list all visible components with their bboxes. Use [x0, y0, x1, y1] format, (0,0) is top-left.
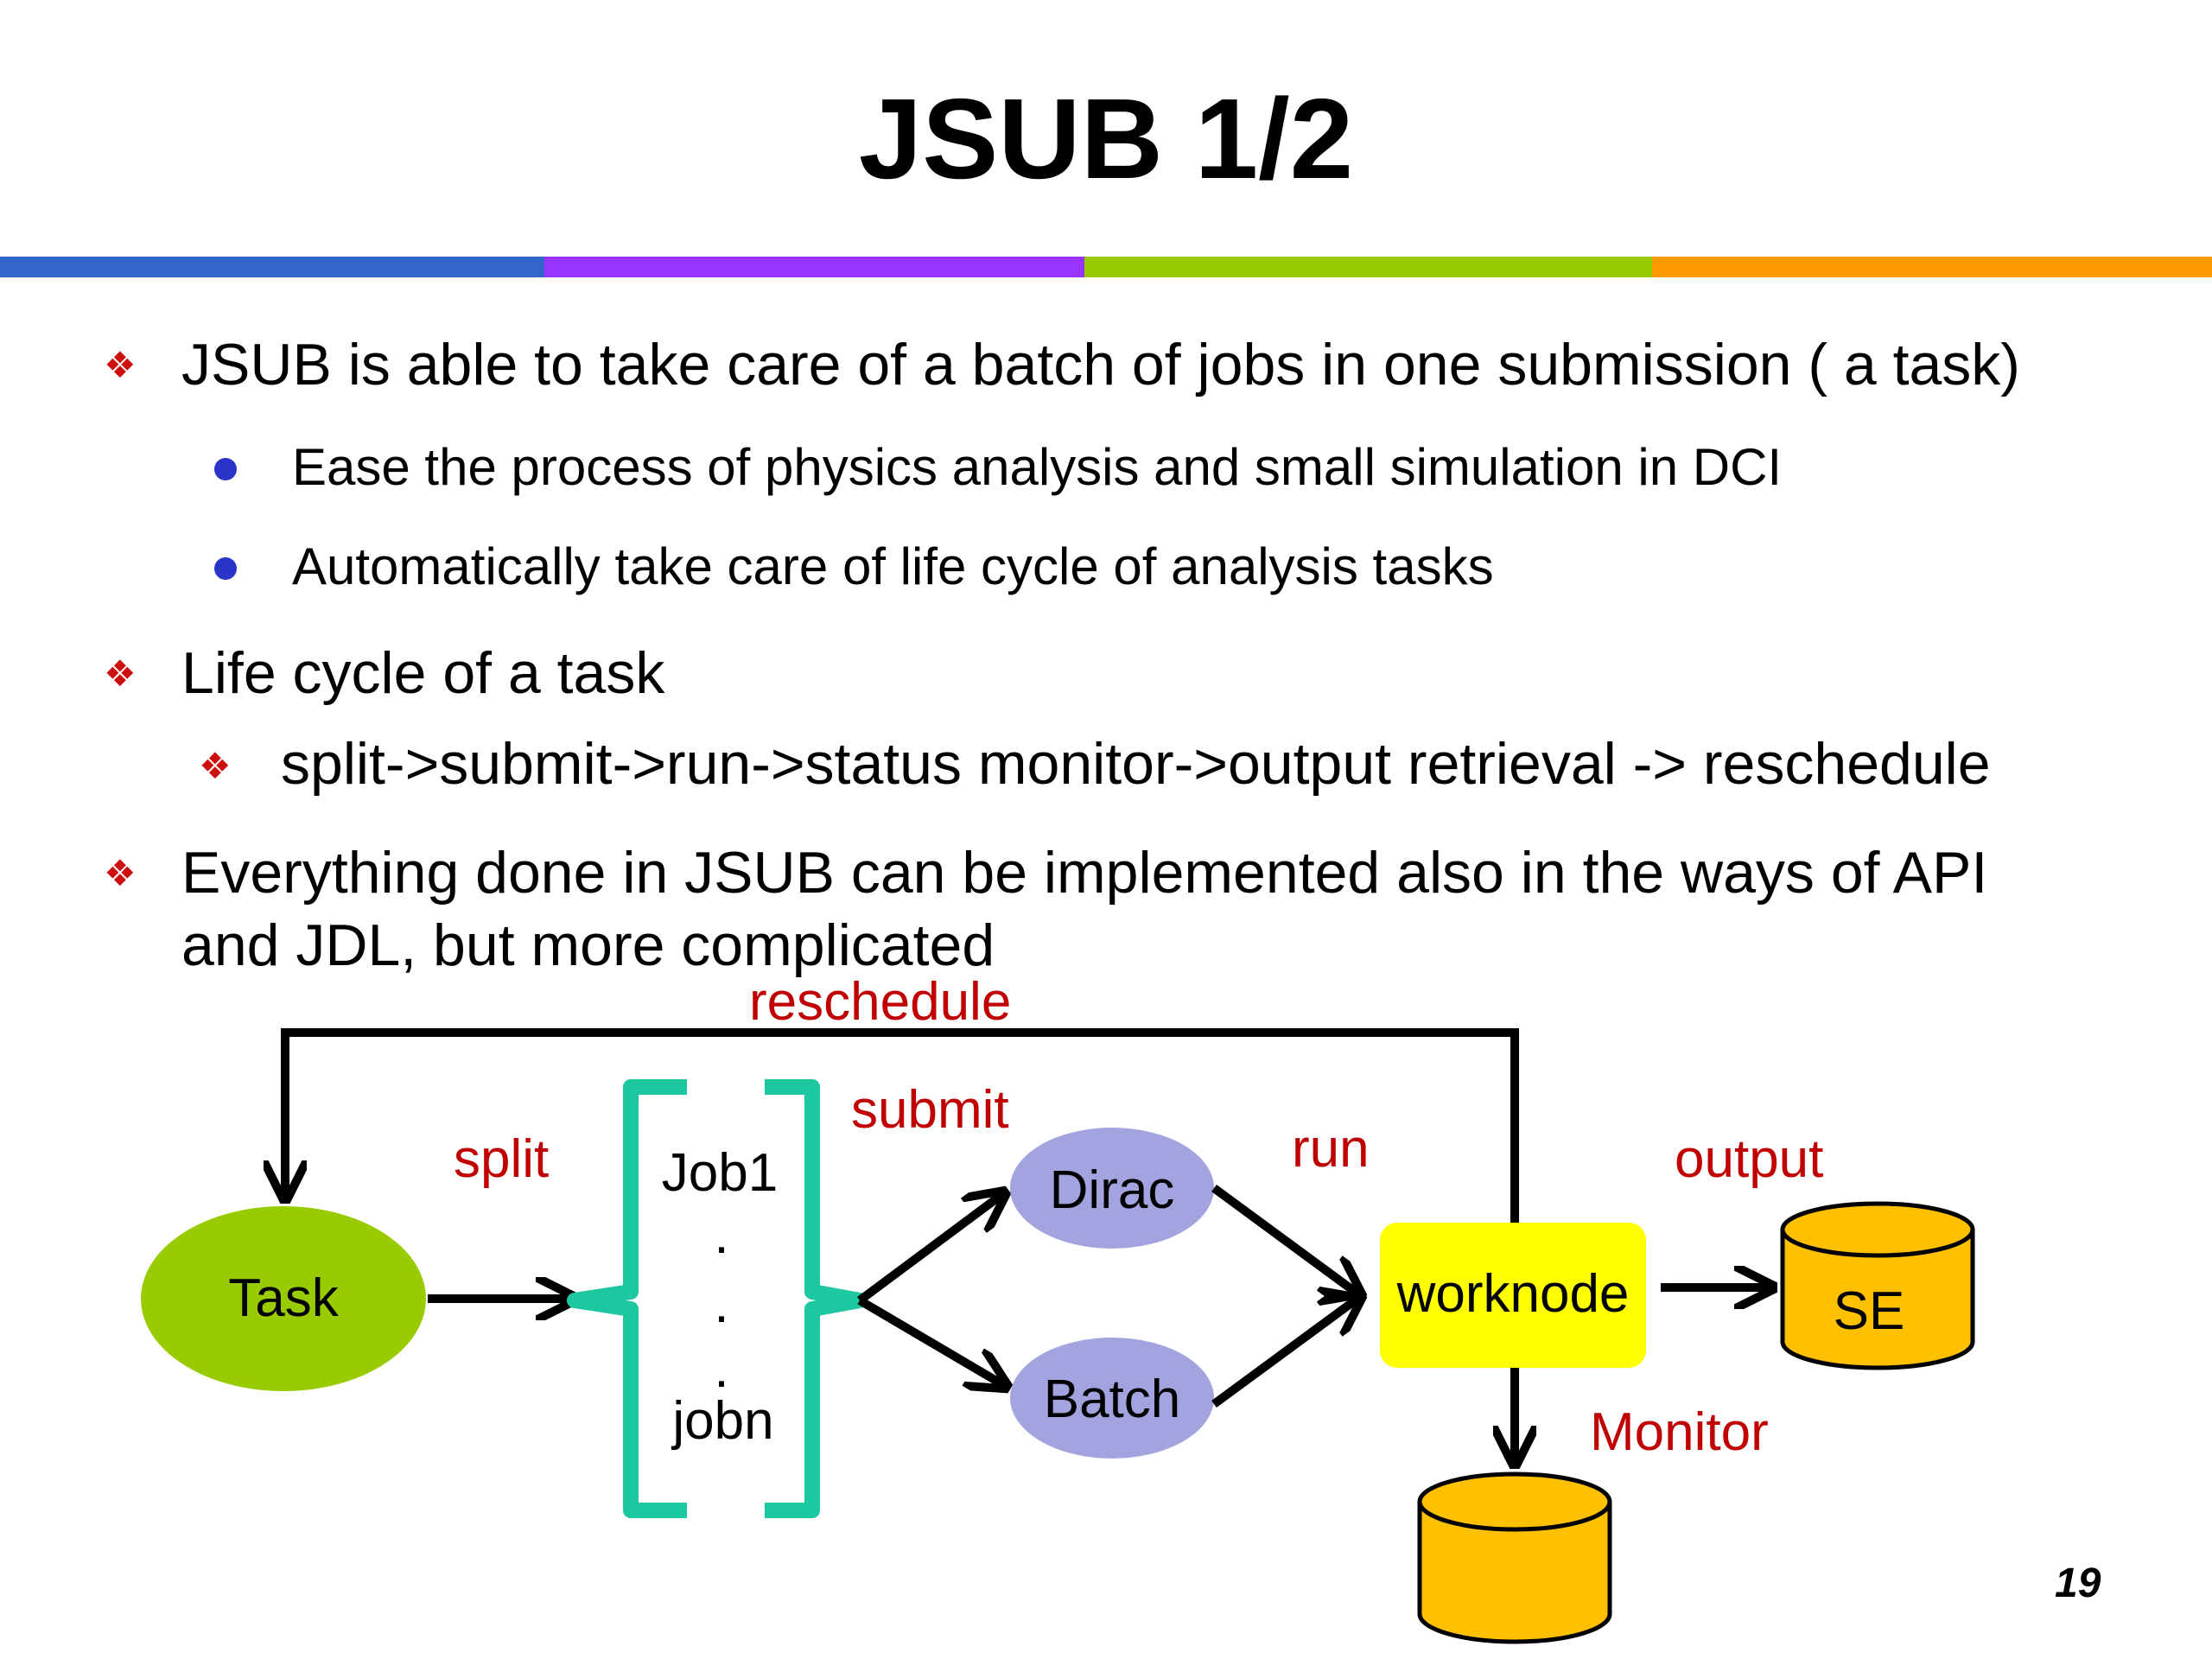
monitor-storage-node — [1417, 1471, 1612, 1644]
bullet-2-1-text: split->submit->run->status monitor->outp… — [281, 731, 1991, 797]
monitor-label: Monitor — [1590, 1402, 1769, 1462]
job-group-right-bracket — [765, 1079, 868, 1518]
bullet-3: ❖ Everything done in JSUB can be impleme… — [104, 836, 1987, 982]
diamond-bullet-icon: ❖ — [199, 746, 232, 786]
dot-bullet-icon — [214, 458, 237, 480]
run-label: run — [1292, 1119, 1370, 1179]
bullet-1: ❖ JSUB is able to take care of a batch o… — [104, 328, 2020, 401]
stripe-orange — [1652, 257, 2212, 277]
ellipsis-dot-1: . — [714, 1205, 728, 1265]
split-label: split — [454, 1129, 549, 1189]
bullet-3-line-2: and JDL, but more complicated — [181, 912, 995, 978]
job1-label: Job1 — [662, 1143, 778, 1203]
dot-bullet-icon — [214, 557, 237, 580]
bullet-1-text: JSUB is able to take care of a batch of … — [181, 332, 2020, 397]
output-label: output — [1675, 1129, 1823, 1189]
bullet-2-text: Life cycle of a task — [181, 640, 665, 706]
submit-arrow-batch — [857, 1296, 1007, 1387]
jobn-label: jobn — [671, 1391, 773, 1451]
bullet-1-2: Automatically take care of life cycle of… — [214, 536, 1494, 598]
run-arrow-batch — [1211, 1296, 1361, 1408]
ellipsis-dot-3: . — [714, 1339, 728, 1399]
stripe-blue — [0, 257, 544, 277]
submit-arrow-dirac — [857, 1192, 1005, 1305]
se-label: SE — [1834, 1281, 1905, 1341]
se-storage-node — [1780, 1201, 1975, 1370]
ellipsis-dot-2: . — [714, 1274, 728, 1334]
bullet-1-1: Ease the process of physics analysis and… — [214, 436, 1782, 499]
job-group-left-bracket — [567, 1079, 687, 1518]
diamond-bullet-icon: ❖ — [104, 853, 137, 893]
run-arrow-dirac — [1211, 1184, 1361, 1296]
task-label: Task — [228, 1268, 339, 1328]
worknode-node — [1380, 1223, 1646, 1368]
bullet-2: ❖ Life cycle of a task — [104, 637, 664, 709]
stripe-purple — [544, 257, 1084, 277]
page-number: 19 — [2055, 1560, 2101, 1606]
bullet-3-line-1: Everything done in JSUB can be implement… — [181, 840, 1988, 906]
bullet-3-text: Everything done in JSUB can be implement… — [181, 836, 1987, 982]
diamond-bullet-icon: ❖ — [104, 345, 137, 385]
diamond-bullet-icon: ❖ — [104, 653, 137, 694]
batch-label: Batch — [1044, 1370, 1181, 1429]
bullet-1-1-text: Ease the process of physics analysis and… — [292, 438, 1783, 496]
slide-title: JSUB 1/2 — [858, 75, 1354, 202]
worknode-label: worknode — [1396, 1264, 1630, 1324]
bullet-2-1: ❖ split->submit->run->status monitor->ou… — [199, 728, 1991, 800]
reschedule-label: reschedule — [749, 972, 1011, 1032]
dirac-label: Dirac — [1050, 1160, 1175, 1220]
batch-node — [1010, 1338, 1214, 1459]
dirac-node — [1010, 1128, 1214, 1249]
task-node — [141, 1206, 426, 1391]
stripe-green — [1084, 257, 1652, 277]
submit-label: submit — [851, 1080, 1009, 1140]
bullet-1-2-text: Automatically take care of life cycle of… — [292, 537, 1494, 595]
reschedule-arrow — [285, 1028, 1519, 1225]
